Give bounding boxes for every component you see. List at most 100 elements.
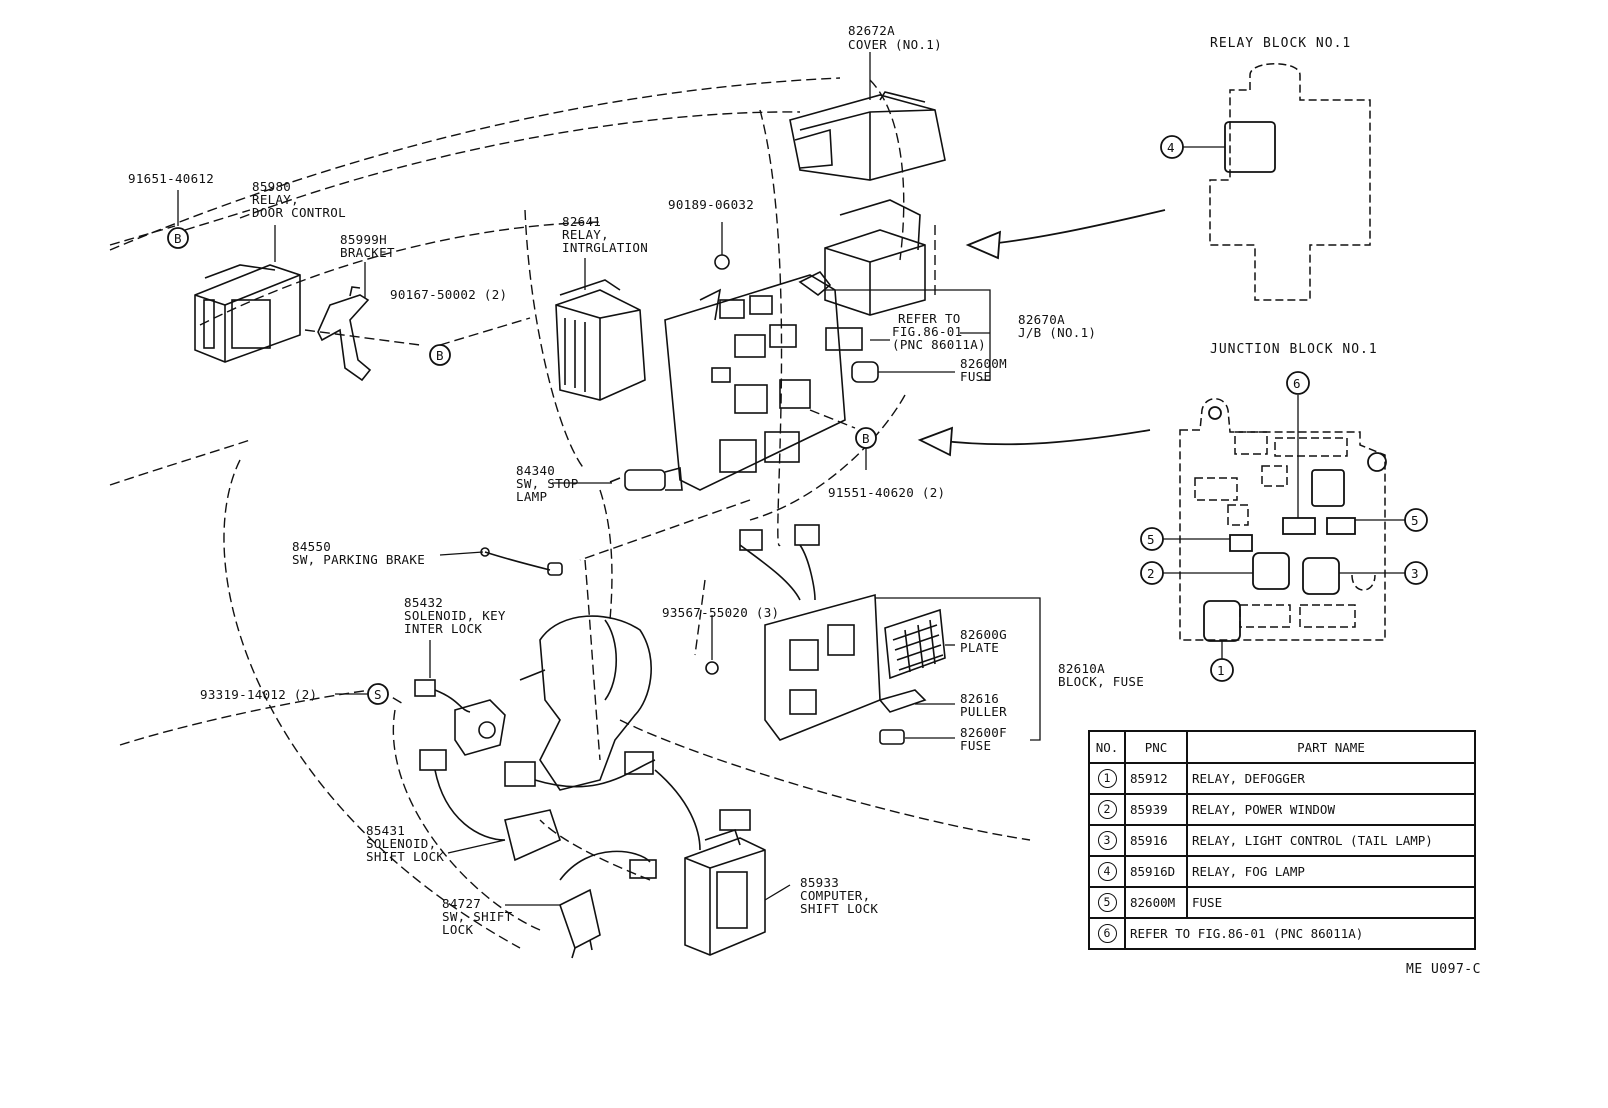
label-stop-sw-name1: SW, STOP <box>516 476 579 491</box>
label-fuseblock-no: 82610A <box>1058 661 1105 676</box>
junction-callout-leaders <box>1162 395 1406 660</box>
label-sol-shift-no: 85431 <box>366 823 406 838</box>
label-bracket-no: 85999H <box>340 232 387 247</box>
door-control-relay-drawing <box>194 264 301 363</box>
label-door-relay-name2: DOOR CONTROL <box>252 205 346 220</box>
label-shift-sw-name1: SW, SHIFT <box>442 909 513 924</box>
plate-drawing <box>884 608 946 680</box>
label-stop-sw-name2: LAMP <box>516 489 548 504</box>
header-no: NO. <box>1088 730 1126 764</box>
marker-b-3: B <box>862 431 870 446</box>
stop-lamp-switch-drawing <box>609 466 683 491</box>
label-sol-shift-name2: SHIFT LOCK <box>366 849 445 864</box>
label-park-sw-name: SW, PARKING BRAKE <box>292 552 426 567</box>
row-part-name: FUSE <box>1186 886 1476 919</box>
label-plate-name: PLATE <box>960 640 1000 655</box>
bracket-drawing <box>317 286 372 382</box>
fuse-f-drawing <box>879 729 905 745</box>
row-pnc: 82600M <box>1124 886 1188 919</box>
label-intrg-relay-name1: RELAY, <box>562 227 609 242</box>
junction-callout-5-right: 5 <box>1411 513 1419 528</box>
label-fuse-m-no: 82600M <box>960 356 1007 371</box>
label-comp-no: 85933 <box>800 875 840 890</box>
label-nut-no: 93567-55020 (3) <box>662 605 780 620</box>
label-sol-shift-name1: SOLENOID, <box>366 836 437 851</box>
table-row: 3 85916 RELAY, LIGHT CONTROL (TAIL LAMP) <box>1088 824 1476 857</box>
header-part-name: PART NAME <box>1186 730 1476 764</box>
relay-callout-4: 4 <box>1167 140 1175 155</box>
label-comp-name1: COMPUTER, <box>800 888 871 903</box>
relay-block-outline <box>1209 63 1371 301</box>
marker-s: S <box>374 687 382 702</box>
junction-callout-1: 1 <box>1217 663 1225 678</box>
label-intrg-relay-no: 82641 <box>562 214 602 229</box>
label-bracket-name: BRACKET <box>340 245 395 260</box>
row-part-name: RELAY, LIGHT CONTROL (TAIL LAMP) <box>1186 824 1476 857</box>
label-jb-no: 82670A <box>1018 312 1065 327</box>
junction-callout-6: 6 <box>1293 376 1301 391</box>
label-puller-name: PULLER <box>960 704 1007 719</box>
label-sol-key-name1: SOLENOID, KEY <box>404 608 506 623</box>
label-puller-no: 82616 <box>960 691 1000 706</box>
row-no-badge: 6 <box>1097 924 1117 943</box>
label-clip-no: 90189-06032 <box>668 197 755 212</box>
nut-drawing <box>705 661 719 675</box>
table-row: 2 85939 RELAY, POWER WINDOW <box>1088 793 1476 826</box>
console-hub-drawing <box>519 615 652 791</box>
row-pnc: 85912 <box>1124 762 1188 795</box>
label-sol-key-no: 85432 <box>404 595 444 610</box>
row-no-badge: 4 <box>1097 862 1117 881</box>
label-fuse-f-name: FUSE <box>960 738 992 753</box>
cover-drawing <box>789 91 946 181</box>
label-door-relay-name1: RELAY, <box>252 192 299 207</box>
label-screw-no: 90167-50002 (2) <box>390 287 508 302</box>
row-pnc: 85916D <box>1124 855 1188 888</box>
label-shift-sw-no: 84727 <box>442 896 482 911</box>
junction-block-title: JUNCTION BLOCK NO.1 <box>1210 342 1378 357</box>
arrows <box>917 209 1166 457</box>
table-row: 5 82600M FUSE <box>1088 886 1476 919</box>
label-sol-key-name2: INTER LOCK <box>404 621 483 636</box>
label-bolt1-no: 91651-40612 <box>128 171 215 186</box>
parts-table-header: NO. PNC PART NAME <box>1088 730 1476 764</box>
marker-b-1: B <box>174 231 182 246</box>
parking-brake-switch-drawing <box>480 547 563 576</box>
puller-drawing <box>878 689 927 713</box>
row-part-name: RELAY, DEFOGGER <box>1186 762 1476 795</box>
label-fuseblock-name: BLOCK, FUSE <box>1058 674 1145 689</box>
parts-table: NO. PNC PART NAME 1 85912 RELAY, DEFOGGE… <box>1088 730 1476 950</box>
table-row: 4 85916D RELAY, FOG LAMP <box>1088 855 1476 888</box>
shift-lock-computer-drawing <box>684 828 766 956</box>
label-cover-no: 82672A <box>848 23 895 38</box>
label-fuse-f-no: 82600F <box>960 725 1007 740</box>
row-pnc: 85939 <box>1124 793 1188 826</box>
figure-code: ME U097-C <box>1406 962 1481 977</box>
row-pnc: 85916 <box>1124 824 1188 857</box>
label-screw2-no: 93319-14012 (2) <box>200 687 318 702</box>
guide-lines <box>109 77 1031 949</box>
label-stop-sw-no: 84340 <box>516 463 556 478</box>
key-interlock-solenoid-drawing <box>414 679 506 756</box>
row-no-badge: 3 <box>1097 831 1117 850</box>
junction-callout-5-left: 5 <box>1147 532 1155 547</box>
label-refer-line3: (PNC 86011A) <box>892 337 986 352</box>
label-door-relay-no: 85980 <box>252 179 292 194</box>
shift-lock-solenoid-drawing <box>419 749 751 881</box>
shift-lock-switch-drawing <box>559 888 601 959</box>
relay-block-title: RELAY BLOCK NO.1 <box>1210 36 1352 51</box>
label-refer-line2: FIG.86-01 <box>892 324 963 339</box>
row-part-name: RELAY, FOG LAMP <box>1186 855 1476 888</box>
clip-drawing <box>714 254 730 270</box>
label-park-sw-no: 84550 <box>292 539 332 554</box>
label-refer-line1: REFER TO <box>898 311 961 326</box>
label-bolt2-no: 91551-40620 (2) <box>828 485 946 500</box>
label-jb-name: J/B (NO.1) <box>1018 325 1097 340</box>
fuse-block-drawing <box>739 524 881 741</box>
label-comp-name2: SHIFT LOCK <box>800 901 879 916</box>
table-row: 6 REFER TO FIG.86-01 (PNC 86011A) <box>1088 917 1476 950</box>
row-no-badge: 2 <box>1097 800 1117 819</box>
label-intrg-relay-name2: INTRGLATION <box>562 240 649 255</box>
marker-b-2: B <box>436 348 444 363</box>
label-shift-sw-name2: LOCK <box>442 922 474 937</box>
